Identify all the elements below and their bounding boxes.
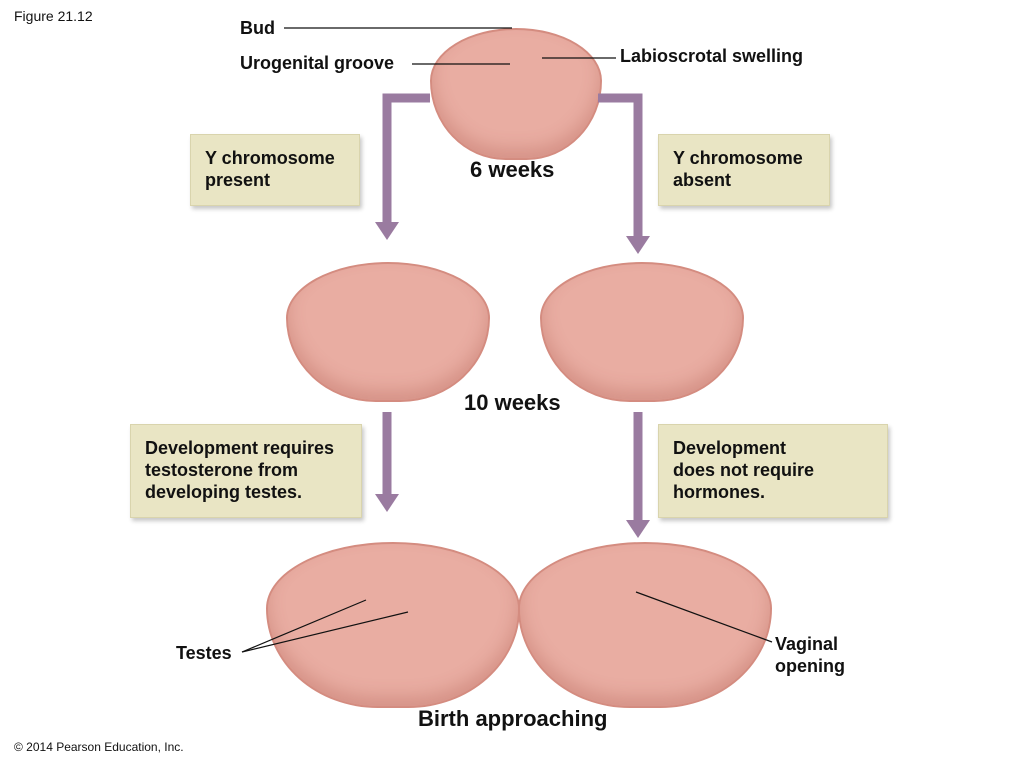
arrow-right-upper xyxy=(598,93,643,236)
arrow-head-right-lower xyxy=(626,520,650,538)
labioscrotal-swelling-label: Labioscrotal swelling xyxy=(620,46,804,66)
female-development-box: Development does not require hormones. xyxy=(658,424,888,518)
y-present-line-1: Y chromosome xyxy=(205,148,335,168)
arrow-head-right-upper xyxy=(626,236,650,254)
female-dev-line-2: does not require xyxy=(673,460,815,480)
y-absent-line-1: Y chromosome xyxy=(673,148,803,168)
vaginal-opening-line-2: opening xyxy=(775,656,845,676)
vaginal-leader xyxy=(635,591,773,643)
y-chromosome-present-box: Y chromosome present xyxy=(190,134,360,206)
testes-label: Testes xyxy=(176,643,232,663)
testes-leader-1 xyxy=(241,599,367,653)
six-weeks-label: 6 weeks xyxy=(470,157,555,182)
leaders xyxy=(241,27,773,653)
arrow-head-left-lower xyxy=(375,494,399,512)
male-dev-line-2: testosterone from xyxy=(145,460,299,480)
arrow-heads xyxy=(375,222,650,538)
female-birth-figure xyxy=(518,542,772,708)
flow-arrows xyxy=(382,93,643,520)
male-development-box: Development requires testosterone from d… xyxy=(130,424,362,518)
testes-leader-2 xyxy=(241,611,409,653)
arrow-left-upper xyxy=(382,93,430,222)
copyright-notice: © 2014 Pearson Education, Inc. xyxy=(14,740,184,754)
female-dev-line-1: Development xyxy=(673,438,787,458)
figure-number: Figure 21.12 xyxy=(14,8,93,24)
ten-weeks-label: 10 weeks xyxy=(464,390,561,415)
male-dev-line-1: Development requires xyxy=(145,438,335,458)
birth-approaching-label: Birth approaching xyxy=(418,706,608,731)
female-dev-line-3: hormones. xyxy=(673,482,766,502)
y-chromosome-absent-box: Y chromosome absent xyxy=(658,134,830,206)
arrow-head-left-upper xyxy=(375,222,399,240)
urogenital-groove-label: Urogenital groove xyxy=(240,53,395,73)
y-present-line-2: present xyxy=(205,170,271,190)
male-dev-line-3: developing testes. xyxy=(145,482,303,502)
male-ten-week-figure xyxy=(286,262,490,402)
vaginal-opening-line-1: Vaginal xyxy=(775,634,839,654)
vaginal-opening-label: Vaginal opening xyxy=(775,633,845,677)
y-absent-line-2: absent xyxy=(673,170,732,190)
bud-label: Bud xyxy=(240,18,275,38)
